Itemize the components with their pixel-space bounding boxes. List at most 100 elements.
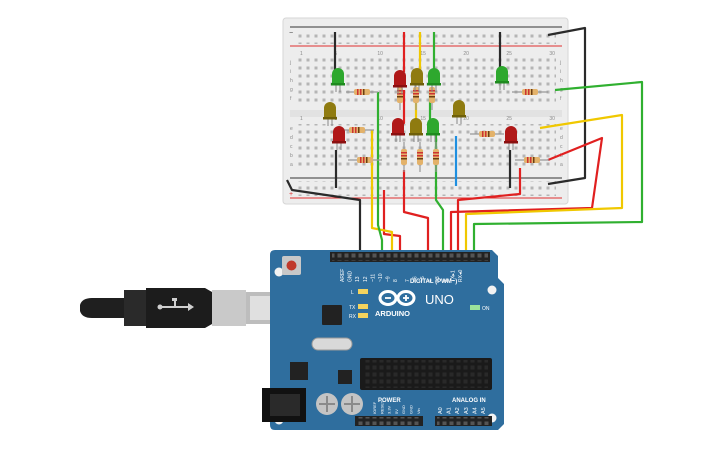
pin-label-3v3: 3.3V: [387, 405, 392, 414]
led-red-4[interactable]: [504, 126, 518, 150]
row-letter-a: a: [560, 162, 563, 168]
board-labels: ARDUINO UNO DIGITAL (PWM~) ANALOG IN POW…: [349, 279, 490, 404]
resistor-8[interactable]: [417, 142, 423, 172]
capacitor-2: [341, 393, 363, 415]
led-yellow-1[interactable]: [323, 102, 337, 126]
resistor-5[interactable]: [470, 131, 504, 137]
row-letter-b: b: [560, 153, 563, 159]
row-letter-e: e: [290, 126, 293, 132]
row-letter-b: b: [290, 153, 293, 159]
resistor-4[interactable]: [348, 157, 382, 163]
column-number-20: 20: [463, 51, 469, 57]
led-green-4[interactable]: [426, 118, 440, 142]
pin-label-d13: 13: [355, 276, 361, 282]
pin-label-d7: 7: [405, 279, 411, 282]
led-yellow-4[interactable]: [452, 100, 466, 124]
led-green-1[interactable]: [331, 68, 345, 92]
led-yellow-2[interactable]: [410, 68, 424, 92]
voltage-regulator: [290, 362, 308, 380]
column-number-30: 30: [549, 51, 555, 57]
resistor-7[interactable]: [401, 142, 407, 172]
led-l-indicator: [358, 289, 368, 294]
row-letter-g: g: [290, 87, 293, 93]
led-red-2[interactable]: [393, 70, 407, 94]
pin-label-ioref: IOREF: [372, 401, 377, 414]
arduino-uno-board[interactable]: [262, 250, 504, 430]
wire-green-d9[interactable]: [376, 92, 384, 256]
column-number-1: 1: [300, 116, 303, 122]
resistor-1[interactable]: [346, 89, 378, 95]
wire-yellow-d10[interactable]: [370, 130, 394, 256]
pin-label-d1: TX▸1: [450, 270, 456, 282]
digital-header-label: DIGITAL (PWM~): [410, 279, 457, 285]
row-letter-a: a: [290, 162, 293, 168]
row-letter-c: c: [290, 144, 293, 150]
column-number-10: 10: [377, 116, 383, 122]
pin-label-reset: RESET: [379, 400, 384, 414]
pin-label-a3: A3: [464, 407, 470, 414]
on-label: ON: [482, 306, 490, 312]
l-label: L: [351, 290, 354, 296]
pin-label-d3: ~3: [435, 276, 441, 282]
resistor-6[interactable]: [515, 157, 549, 163]
led-green-3[interactable]: [495, 66, 509, 90]
column-number-10: 10: [377, 51, 383, 57]
led-red-3[interactable]: [391, 118, 405, 142]
led-red-1[interactable]: [332, 126, 346, 150]
column-number-15: 15: [420, 51, 426, 57]
pin-label-d10: ~10: [378, 273, 384, 282]
led-tx-indicator: [358, 304, 368, 309]
row-letter-h: h: [290, 78, 293, 84]
led-green-2[interactable]: [427, 68, 441, 92]
wire-red-d8[interactable]: [402, 170, 430, 256]
column-number-25: 25: [506, 51, 512, 57]
reset-button[interactable]: [282, 256, 301, 275]
resistor-2[interactable]: [512, 89, 548, 95]
arduino-logo-icon: [378, 290, 416, 306]
pin-label-d9: ~9: [386, 276, 392, 282]
column-number-30: 30: [549, 116, 555, 122]
resistor-9[interactable]: [433, 142, 439, 172]
resistor-3[interactable]: [340, 127, 374, 133]
row-letter-i: i: [560, 69, 561, 75]
power-header-label: POWER: [378, 398, 401, 404]
row-letter-e: e: [560, 126, 563, 132]
column-number-1: 1: [300, 51, 303, 57]
column-number-20: 20: [463, 116, 469, 122]
usb-symbol-icon: [157, 298, 194, 311]
pin-label-d2: 2: [443, 279, 449, 282]
row-letter-f: f: [560, 96, 562, 102]
crystal: [311, 337, 353, 351]
pin-label-d12: 12: [363, 276, 369, 282]
wire-red-d4[interactable]: [449, 136, 604, 256]
wire-red-d3[interactable]: [456, 168, 522, 256]
led-rx-indicator: [358, 313, 368, 318]
pin-label-d4: 4: [428, 279, 434, 282]
pin-label-d11: ~11: [370, 274, 376, 282]
usb-cable[interactable]: [80, 288, 298, 328]
pin-label-d0: RX◂0: [458, 270, 464, 282]
wire-black-rail-right-top[interactable]: [547, 26, 587, 186]
wire-green-d1[interactable]: [472, 80, 644, 256]
column-number-25: 25: [506, 116, 512, 122]
wire-yellow-d2[interactable]: [464, 113, 624, 256]
rx-label: RX: [349, 314, 357, 320]
pin-label-d5: ~5: [420, 276, 426, 282]
leds: [323, 66, 518, 150]
svg-text:−: −: [289, 30, 293, 37]
icsp-chip: [338, 370, 352, 384]
pin-label-vin: Vin: [416, 408, 421, 414]
led-yellow-3[interactable]: [409, 118, 423, 142]
pin-label-a2: A2: [455, 407, 461, 414]
pin-label-a1: A1: [447, 407, 453, 414]
row-letter-d: d: [560, 135, 563, 141]
pin-label-d8: 8: [393, 279, 399, 282]
wire-black-gnd[interactable]: [286, 179, 362, 255]
pin-label-a5: A5: [481, 407, 487, 414]
brand-label: ARDUINO: [375, 309, 410, 318]
